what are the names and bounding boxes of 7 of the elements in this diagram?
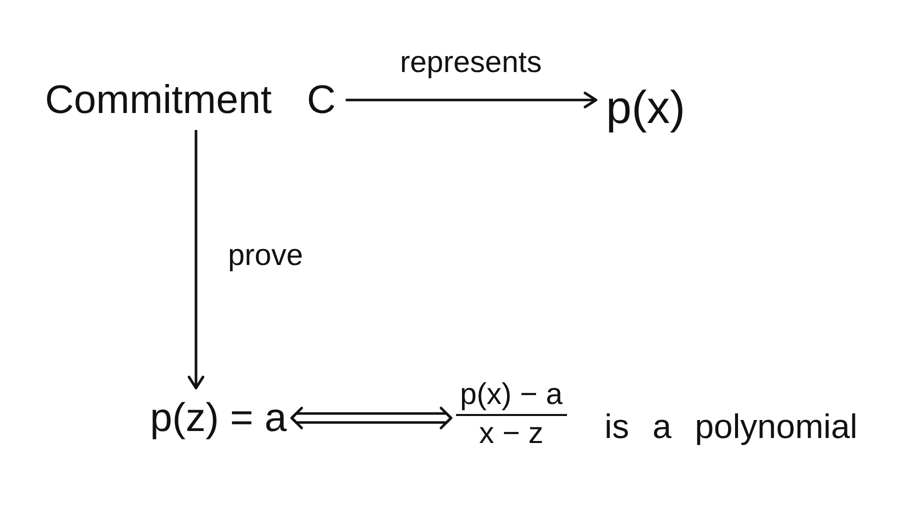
math-term: p(z) = a — [150, 398, 287, 438]
arrow — [346, 92, 598, 108]
arrow — [290, 406, 452, 430]
math-expression: p(x) − a x − z is a polynomial — [456, 380, 858, 449]
math-term: Commitment C — [45, 80, 336, 120]
math-term: p(x) — [606, 84, 686, 130]
arrow — [188, 130, 204, 390]
